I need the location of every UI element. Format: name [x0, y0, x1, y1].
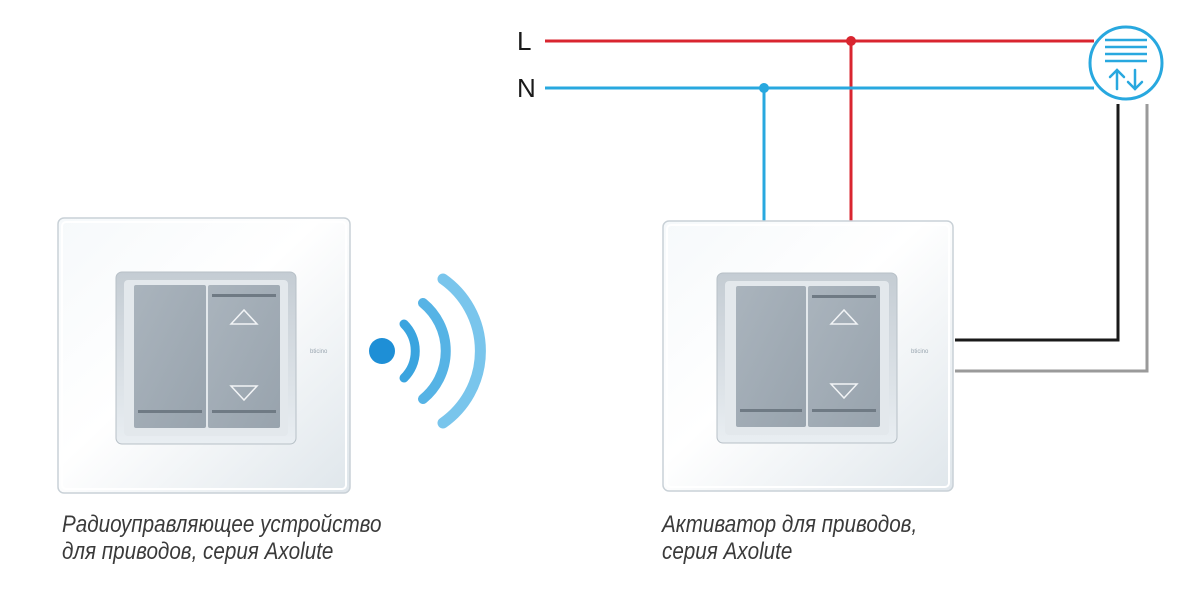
down-arrow-icon	[229, 385, 259, 402]
black-motor-wire	[955, 104, 1120, 342]
left-rocker-button	[134, 285, 206, 428]
actuator-caption: Активатор для приводов, серия Axolute	[662, 511, 917, 565]
brand-logo: bticino	[911, 349, 929, 355]
right-rocker-button	[208, 285, 280, 428]
caption-line: серия Axolute	[662, 538, 793, 565]
caption-line: Радиоуправляющее устройство	[62, 511, 382, 538]
caption-line: для приводов, серия Axolute	[62, 538, 334, 565]
up-arrow-icon	[229, 308, 259, 325]
caption-line: Активатор для приводов,	[662, 511, 918, 538]
line-junction-dot	[846, 36, 856, 46]
actuator-device: bticino	[662, 220, 954, 492]
radio-control-device: bticino	[57, 217, 351, 494]
radio-control-caption: Радиоуправляющее устройство для приводов…	[62, 511, 381, 565]
left-rocker-button	[736, 286, 806, 427]
up-arrow-icon	[829, 308, 859, 325]
right-rocker-button	[808, 286, 880, 427]
down-arrow-icon	[829, 383, 859, 400]
neutral-junction-dot	[759, 83, 769, 93]
line-label: L	[517, 26, 531, 56]
neutral-wire	[545, 83, 1094, 221]
up-arrow-icon	[1108, 68, 1126, 91]
neutral-label: N	[517, 73, 536, 103]
wireless-signal-icon	[369, 273, 486, 429]
brand-logo: bticino	[310, 349, 328, 355]
down-arrow-icon	[1126, 68, 1144, 91]
blind-motor-icon	[1088, 25, 1164, 101]
grey-motor-wire	[955, 104, 1149, 373]
line-wire	[545, 36, 1094, 221]
